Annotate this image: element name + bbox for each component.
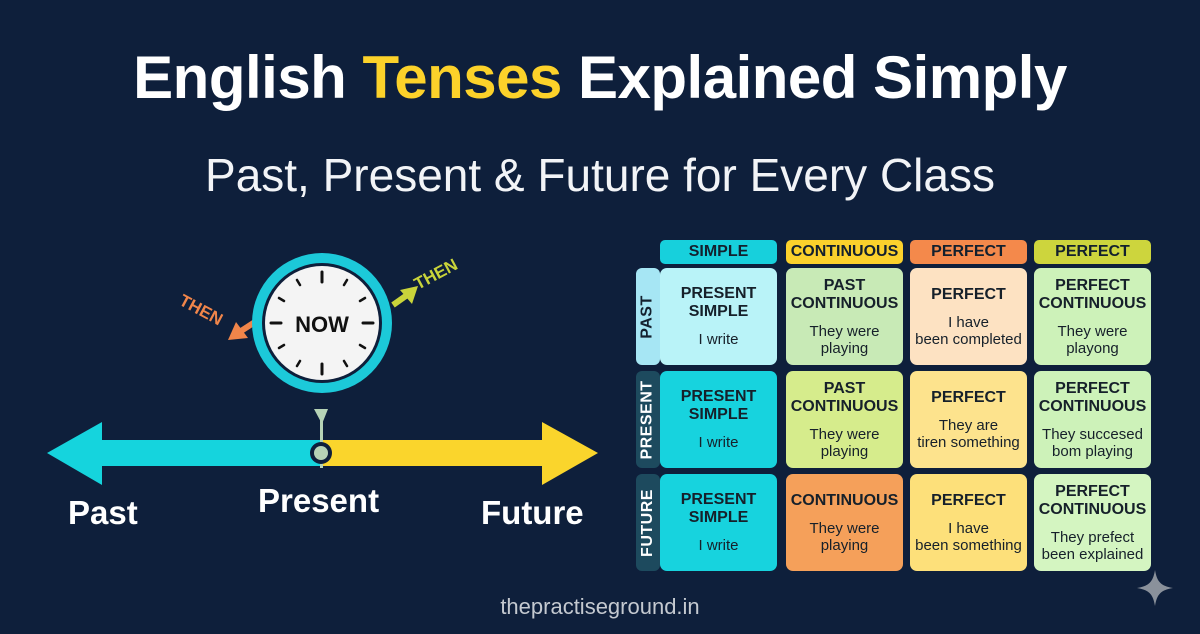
timeline-diagram: THEN THEN NOW	[47, 253, 598, 485]
title-text-1: English	[133, 44, 363, 111]
row-label-past: PAST	[636, 268, 660, 365]
now-label: NOW	[295, 312, 349, 337]
tense-cell-title: CONTINUOUS	[790, 491, 899, 509]
tense-cell-example: I write	[698, 331, 739, 348]
row-label-text: FUTURE	[639, 488, 657, 557]
then-left-label: THEN	[176, 291, 226, 330]
tense-cell-example: I write	[698, 434, 739, 451]
timeline-future-label: Future	[481, 494, 584, 531]
sparkle-icon	[1137, 570, 1173, 606]
title-highlight: Tenses	[362, 44, 563, 111]
timeline-present-label: Present	[258, 482, 380, 519]
tense-cell-title: PERFECT	[931, 285, 1006, 303]
row-label-text: PRESENT	[639, 379, 657, 460]
timeline-past-label: Past	[68, 494, 138, 531]
row-label-text: PAST	[639, 294, 657, 339]
row-label-present: PRESENT	[636, 371, 660, 468]
present-marker-icon	[310, 409, 332, 468]
tense-cell-title: PERFECT	[931, 388, 1006, 406]
page-title: English Tenses Explained Simply	[0, 48, 1200, 108]
site-footer: thepractiseground.in	[500, 594, 700, 619]
page-subtitle: Past, Present & Future for Every Class	[205, 149, 995, 201]
tense-cell-example: I write	[698, 537, 739, 554]
clock-icon: NOW	[252, 253, 392, 393]
right-then-arrow-icon	[391, 286, 418, 308]
timeline-arrow	[47, 422, 598, 485]
column-header: PERFECT	[1034, 240, 1151, 264]
row-label-future: FUTURE	[636, 474, 660, 571]
tense-cell-title: PERFECT	[931, 491, 1006, 509]
column-header: PERFECT	[910, 240, 1027, 264]
column-header: CONTINUOUS	[786, 240, 903, 264]
title-text-2: Explained Simply	[561, 44, 1067, 111]
column-header: SIMPLE	[660, 240, 777, 264]
then-right-label: THEN	[411, 255, 461, 294]
